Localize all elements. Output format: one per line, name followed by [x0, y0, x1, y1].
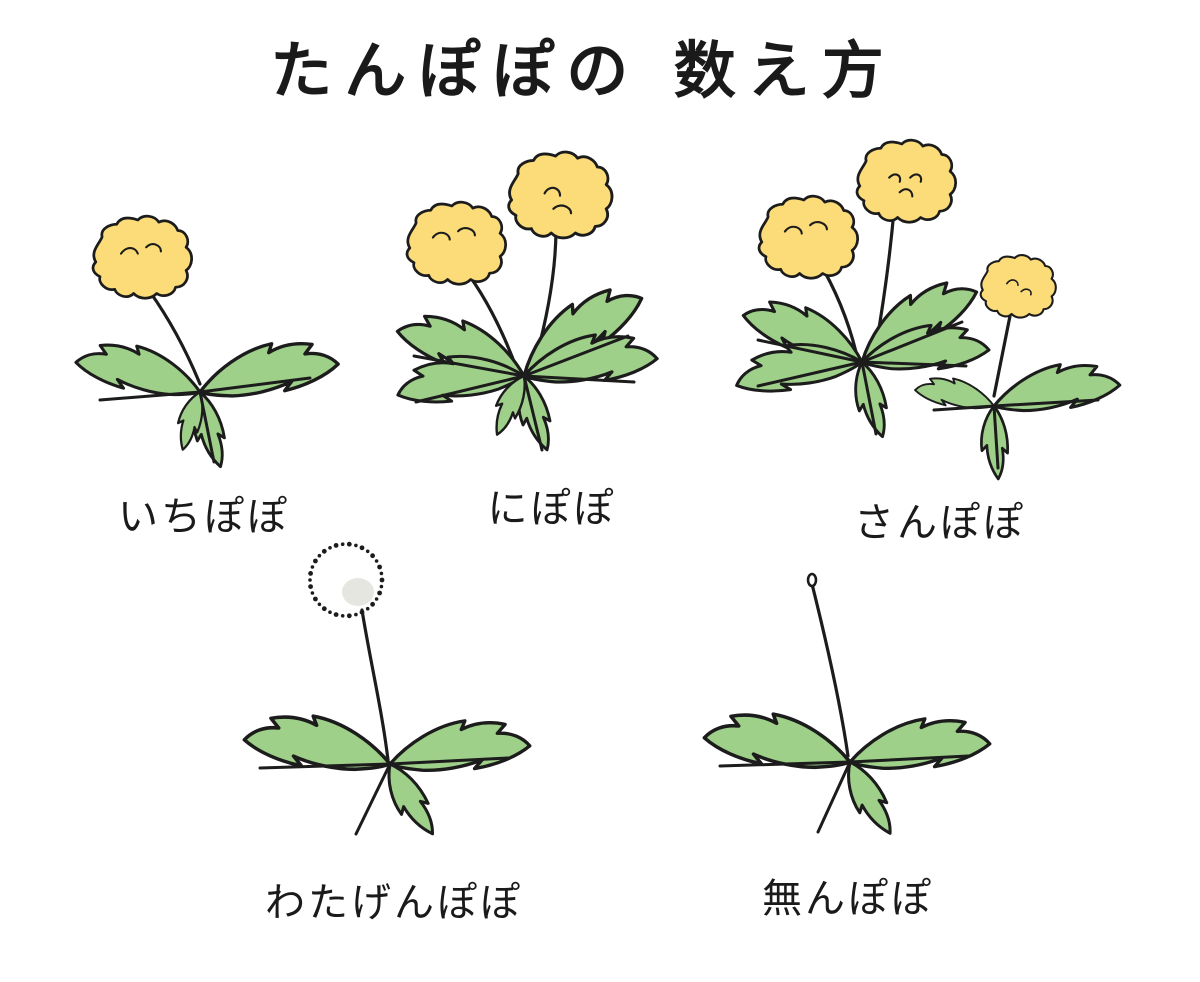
plant-label-fluff: わたげんぽぽ — [265, 880, 523, 926]
dandelion-plant-three: さんぽぽ — [728, 138, 1124, 546]
seed-dot — [379, 584, 384, 589]
seed-dot — [377, 590, 382, 596]
seed-dot — [374, 597, 379, 601]
plant-label-none: 無んぽぽ — [762, 876, 934, 922]
seed-dot — [333, 612, 339, 617]
seed-dot — [317, 602, 322, 607]
seed-head-shade — [342, 578, 374, 606]
seed-dot — [377, 564, 382, 570]
seed-dot — [365, 549, 370, 554]
leaf-rosette-icon — [240, 707, 533, 845]
seed-dot — [310, 565, 315, 569]
dandelion-flower-icon — [979, 254, 1057, 319]
seed-dot — [313, 596, 318, 602]
seed-dot — [359, 545, 365, 551]
seed-dot — [370, 601, 375, 607]
seed-dot — [321, 548, 327, 554]
seed-dot — [354, 543, 358, 548]
seed-dot — [340, 542, 345, 546]
seed-dot — [379, 571, 384, 576]
seed-dot — [310, 591, 315, 595]
seed-dot — [354, 612, 358, 617]
plant-label-one: いちぽぽ — [118, 494, 290, 540]
page-title: たんぽぽの 数え方 — [270, 34, 896, 107]
seed-dot — [374, 559, 379, 563]
leaf-rosette-icon — [700, 705, 993, 843]
plant-label-three: さんぽぽ — [854, 500, 1026, 546]
dandelion-plant-one: いちぽぽ — [71, 214, 343, 540]
seed-dot — [365, 606, 370, 611]
leaf-rosette-icon — [912, 357, 1124, 481]
leaf-rosette-icon — [390, 271, 660, 456]
dandelion-flower-icon — [855, 138, 958, 224]
seed-dot — [359, 609, 365, 615]
seed-dot — [321, 606, 327, 612]
bare-stem-tip-icon — [806, 572, 818, 588]
seed-head-icon — [308, 541, 385, 619]
dandelion-plant-fluff: わたげんぽぽ — [240, 541, 533, 926]
leaf-rosette-icon — [71, 333, 343, 473]
dandelion-flower-icon — [507, 150, 614, 240]
seed-dot — [370, 553, 375, 559]
seed-dot — [379, 577, 385, 583]
leaf-rosette-icon — [728, 265, 992, 443]
seed-dot — [313, 558, 318, 564]
seed-dot — [308, 578, 312, 582]
seed-dot — [308, 571, 313, 576]
dandelion-flower-icon — [757, 194, 860, 280]
seed-dot — [328, 610, 332, 614]
seed-dot — [346, 541, 352, 547]
dandelion-plant-none: 無んぽぽ — [700, 572, 993, 922]
seed-dot — [317, 553, 322, 558]
dandelion-plant-two: にぽぽ — [390, 150, 660, 532]
seed-dot — [340, 614, 345, 618]
plant-label-two: にぽぽ — [488, 486, 617, 532]
dandelion-flower-icon — [405, 200, 508, 286]
seed-dot — [346, 613, 352, 619]
seed-dot — [308, 584, 313, 589]
seed-dot — [328, 546, 332, 550]
dandelion-flower-icon — [91, 214, 194, 300]
seed-dot — [333, 543, 339, 548]
